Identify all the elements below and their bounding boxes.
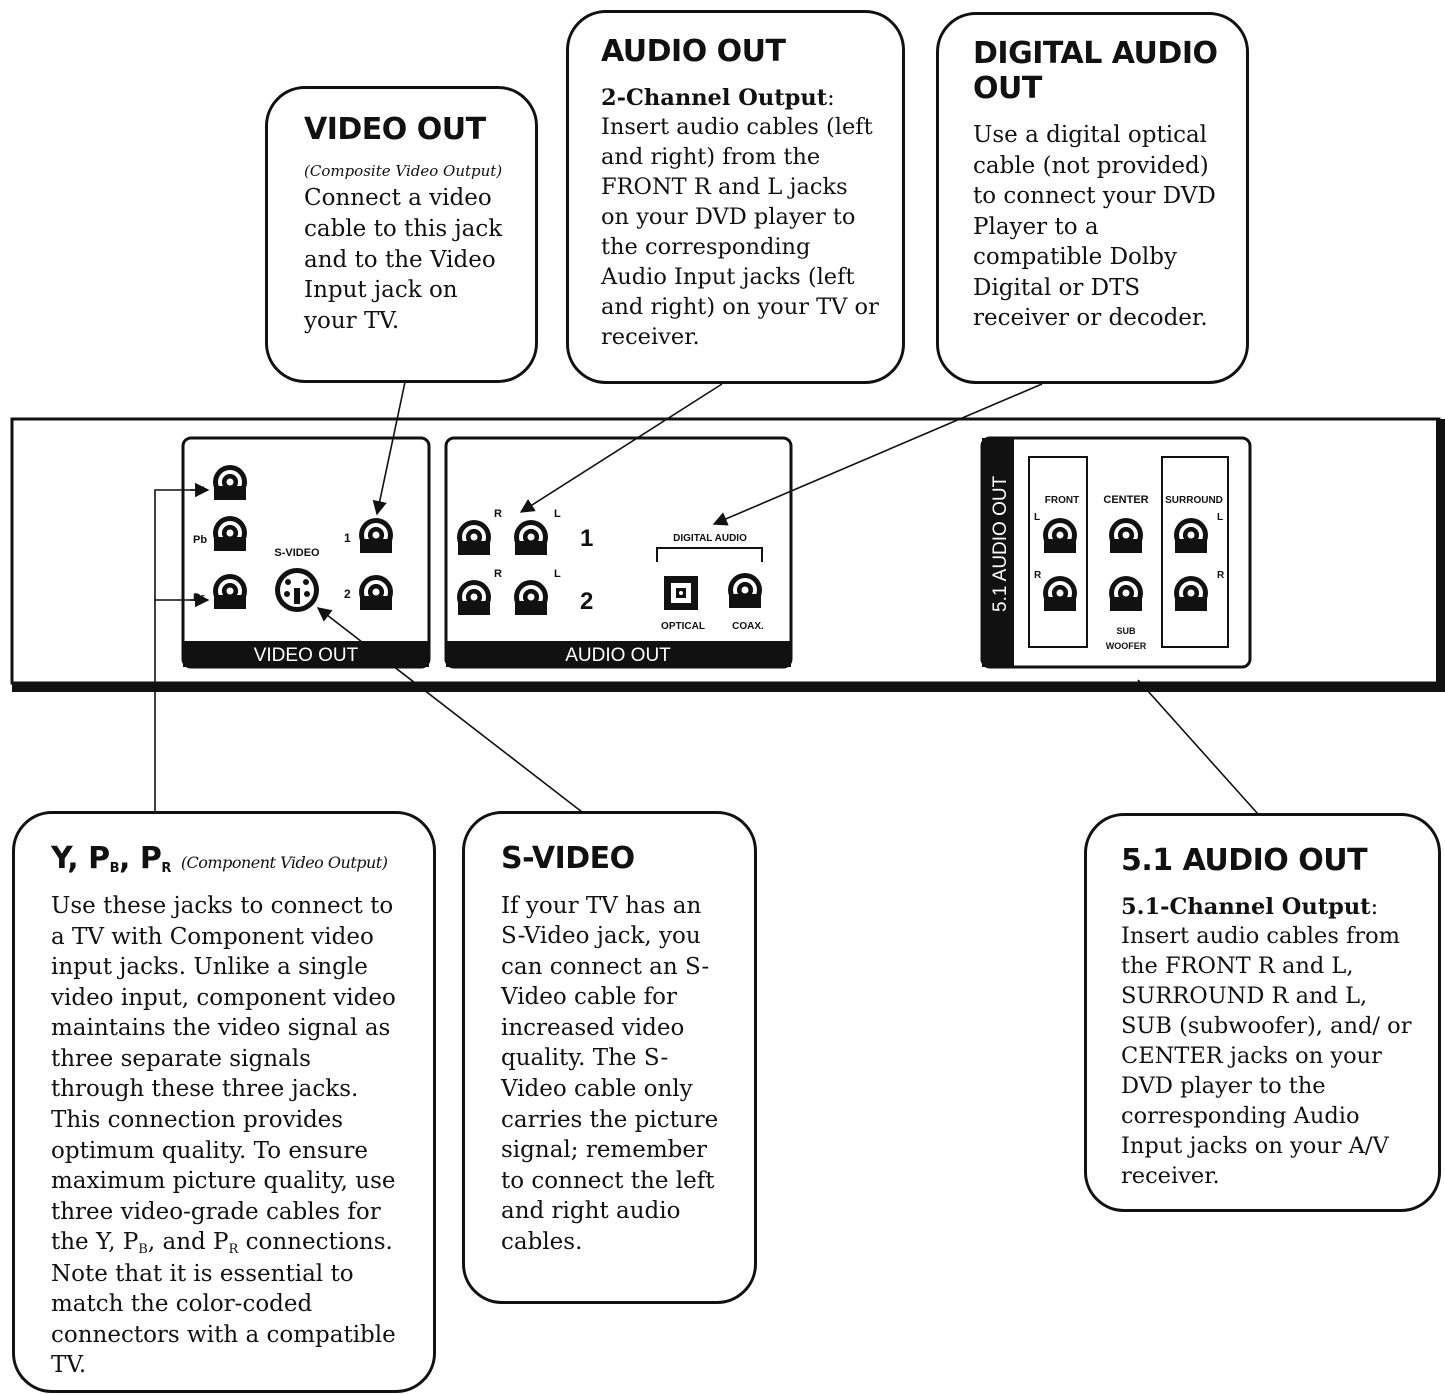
video-out-section-label: VIDEO OUT (254, 645, 359, 666)
svideo-jack-label: S-VIDEO (274, 547, 320, 559)
sub-jack (1109, 576, 1143, 611)
leader-video-out (372, 381, 406, 516)
digital-audio-label: DIGITAL AUDIO (673, 533, 747, 544)
audio-out-heading-colon: : (827, 84, 835, 111)
audio-out-section-label: AUDIO OUT (565, 645, 671, 666)
surround-l-label: L (1217, 512, 1223, 523)
coax-jack (728, 573, 762, 608)
audio-51-module: 5.1 AUDIO OUT FRONT CENTER SURROUND L R … (980, 436, 1252, 669)
component-subtitle: (Component Video Output) (180, 853, 388, 872)
composite-jack-2 (359, 575, 393, 610)
audio-l1-jack (514, 520, 548, 555)
woofer-label: WOOFER (1106, 641, 1147, 651)
leader-component-bracket (154, 489, 208, 601)
digital-audio-title: DIGITAL AUDIO OUT (973, 36, 1218, 106)
audio-out-body-block: 2-Channel Output: Insert audio cables (l… (601, 84, 880, 353)
surround-r-jack (1174, 576, 1208, 611)
component-callout: Y, PB, PR (Component Video Output) Use t… (12, 811, 436, 1393)
audio-row1-label: 1 (580, 525, 593, 552)
audio-out-module: AUDIO OUT R L R L 1 2 DIGITAL AUDIO OPTI… (444, 436, 793, 669)
video-out-title: VIDEO OUT (304, 112, 486, 147)
optical-label: OPTICAL (661, 621, 705, 632)
digital-audio-callout: DIGITAL AUDIO OUT Use a digital optical … (936, 12, 1249, 384)
video-out-subtitle: (Composite Video Output) (304, 161, 503, 180)
audio-out-title: AUDIO OUT (601, 34, 786, 69)
composite-jack-2-label: 2 (344, 587, 351, 601)
composite-jack-1 (359, 518, 393, 553)
front-l-label: L (1034, 512, 1040, 523)
y-jack (213, 465, 247, 500)
coax-label: COAX. (732, 621, 764, 632)
front-l-jack (1043, 518, 1077, 553)
audio-r2-label: R (494, 568, 502, 580)
s-video-title: S-VIDEO (501, 841, 635, 876)
front-r-label: R (1034, 570, 1042, 581)
video-out-callout: VIDEO OUT (Composite Video Output) Conne… (265, 86, 538, 383)
audio-r1-jack (457, 520, 491, 555)
surround-r-label: R (1217, 570, 1225, 581)
audio-51-title: 5.1 AUDIO OUT (1121, 843, 1368, 878)
y-jack-label: Y (197, 485, 205, 497)
center-label: CENTER (1103, 494, 1148, 506)
pr-jack (213, 574, 247, 609)
digital-audio-body: Use a digital optical cable (not provide… (973, 122, 1216, 332)
leader-digital-audio (712, 383, 1043, 526)
pr-jack-label: Pr (193, 592, 205, 604)
audio-51-section-label: 5.1 AUDIO OUT (990, 475, 1011, 612)
s-video-body: If your TV has an S-Video jack, you can … (501, 892, 719, 1255)
audio-51-heading-colon: : (1370, 893, 1379, 920)
audio-l2-label: L (554, 568, 561, 580)
pb-jack-label: Pb (193, 534, 207, 546)
audio-l1-label: L (554, 508, 561, 520)
sub-label: SUB (1116, 626, 1136, 636)
video-out-body: Connect a video cable to this jack and t… (304, 185, 503, 334)
audio-out-heading: 2-Channel Output (601, 84, 828, 111)
front-label: FRONT (1045, 495, 1079, 506)
surround-label: SURROUND (1165, 495, 1223, 506)
surround-l-jack (1174, 518, 1208, 553)
audio-51-body-block: 5.1-Channel Output: Insert audio cables … (1121, 893, 1416, 1192)
audio-l2-jack (514, 580, 548, 615)
video-out-module: VIDEO OUT Y Pb Pr S-VIDEO 1 2 (181, 436, 431, 669)
component-body: Use these jacks to connect to a TV with … (51, 892, 396, 1379)
front-r-jack (1043, 576, 1077, 611)
audio-51-callout: 5.1 AUDIO OUT 5.1-Channel Output: Insert… (1084, 813, 1441, 1212)
s-video-callout: S-VIDEO If your TV has an S-Video jack, … (462, 811, 757, 1304)
audio-51-body: Insert audio cables from the FRONT R and… (1121, 923, 1412, 1189)
audio-row2-label: 2 (580, 588, 593, 615)
leader-lines (154, 381, 1259, 815)
leader-audio-out (519, 383, 723, 513)
leader-audio-51 (1137, 679, 1259, 815)
composite-jack-1-label: 1 (344, 531, 351, 545)
center-jack (1109, 518, 1143, 553)
optical-port (664, 576, 698, 610)
audio-r1-label: R (494, 508, 502, 520)
audio-r2-jack (457, 580, 491, 615)
pb-jack (213, 516, 247, 551)
component-title: Y, PB, PR (Component Video Output) (51, 841, 388, 876)
audio-51-heading: 5.1-Channel Output (1121, 893, 1371, 920)
digital-audio-bracket (656, 547, 763, 562)
audio-out-body: Insert audio cables (left and right) fro… (601, 114, 879, 350)
audio-out-callout: AUDIO OUT 2-Channel Output: Insert audio… (566, 10, 905, 384)
svideo-jack (275, 568, 319, 612)
leader-svideo (316, 607, 583, 813)
